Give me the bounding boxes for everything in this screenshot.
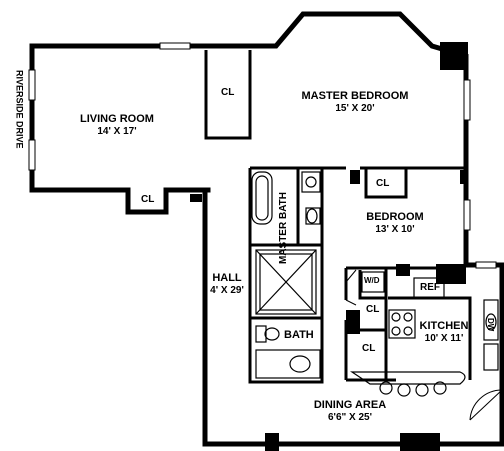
dishwasher-label: DW <box>486 318 496 332</box>
interior-walls <box>204 50 472 384</box>
closet-label-hall-upper: CL <box>366 304 380 315</box>
hall-size: 4' X 29' <box>210 285 244 296</box>
bathtub <box>251 171 273 225</box>
closet-label-hall-lower: CL <box>362 343 376 354</box>
closet-label-bedroom: CL <box>376 178 390 189</box>
street-label: RIVERSIDE DRIVE <box>14 70 25 149</box>
ref-label: REF <box>420 282 440 293</box>
bedroom-size: 13' X 10' <box>375 224 415 235</box>
sink <box>301 171 321 193</box>
toilet <box>255 325 267 343</box>
dining-area-name: DINING AREA <box>313 399 387 411</box>
master-bedroom-size: 15' X 20' <box>335 103 375 114</box>
doors <box>345 269 503 421</box>
master-bedroom-name: MASTER BEDROOM <box>301 90 409 102</box>
bath-label: BATH <box>284 329 314 341</box>
bedroom-name: BEDROOM <box>366 211 424 223</box>
master-bath-label: MASTER BATH <box>278 192 289 265</box>
living-room-name: LIVING ROOM <box>80 113 154 125</box>
washer-dryer-label: W/D <box>364 276 380 285</box>
closet-label-master-bedroom: CL <box>221 87 235 98</box>
dining-area-size: 6'6" X 25' <box>328 412 372 423</box>
kitchen-name: KITCHEN <box>419 320 469 332</box>
kitchen-size: 10' X 11' <box>424 333 464 344</box>
fixtures <box>251 171 499 397</box>
toilet <box>305 207 321 225</box>
dishwasher <box>483 343 499 371</box>
refrigerator <box>413 277 445 299</box>
living-room-size: 14' X 17' <box>97 126 137 137</box>
kitchen-sink <box>483 299 499 341</box>
closet-label-living-room: CL <box>141 194 155 205</box>
hall-name: HALL <box>212 272 242 284</box>
windows <box>28 42 497 269</box>
washer-dryer <box>361 271 385 293</box>
vanity <box>255 349 321 379</box>
stove <box>388 309 416 339</box>
wall-columns <box>190 42 468 451</box>
shower <box>255 249 317 315</box>
